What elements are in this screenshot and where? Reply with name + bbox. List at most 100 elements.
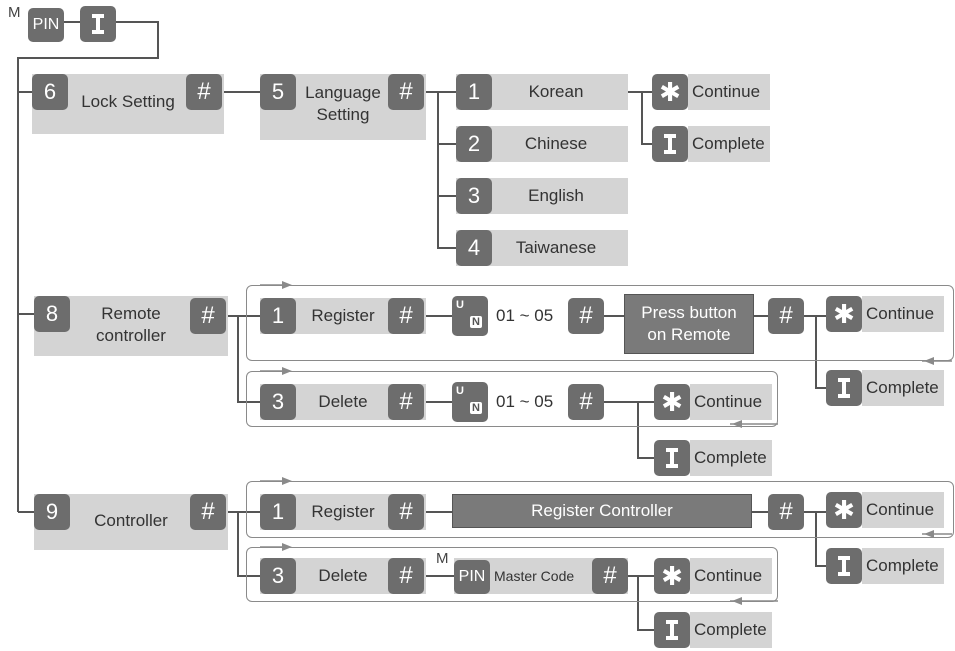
continue-bar: Continue xyxy=(862,492,944,528)
hash-key[interactable]: # xyxy=(388,494,424,530)
pin-label: PIN xyxy=(32,16,60,33)
i-key[interactable] xyxy=(654,440,690,476)
key-label: 1 xyxy=(467,79,481,104)
i-icon xyxy=(664,134,676,154)
language-chinese: Chinese xyxy=(524,134,588,153)
range-text: 01 ~ 05 xyxy=(496,392,554,411)
i-icon xyxy=(838,556,850,576)
key-3[interactable]: 3 xyxy=(260,558,296,594)
key-5-label: 5 xyxy=(271,79,285,104)
continue-bar: Continue xyxy=(862,296,944,332)
un-n: N xyxy=(470,316,482,328)
key-label: 8 xyxy=(45,301,59,326)
master-code-label: Master Code xyxy=(494,568,575,584)
star-key[interactable]: ✱ xyxy=(826,296,862,332)
language-english: English xyxy=(528,186,584,205)
i-icon xyxy=(838,378,850,398)
hash-key[interactable]: # xyxy=(388,558,424,594)
complete-bar: Complete xyxy=(688,126,770,162)
continue-label: Continue xyxy=(694,566,763,585)
key-label: 3 xyxy=(271,389,285,414)
pin-key[interactable]: PIN xyxy=(28,8,64,42)
controller-label: Controller xyxy=(94,511,168,530)
hash-key[interactable]: # xyxy=(592,558,628,594)
complete-bar: Complete xyxy=(862,548,944,584)
star-key[interactable]: ✱ xyxy=(654,558,690,594)
complete-label: Complete xyxy=(866,378,939,397)
m-label: M xyxy=(436,550,449,567)
language-taiwanese: Taiwanese xyxy=(515,238,597,257)
i-key[interactable] xyxy=(826,370,862,406)
continue-bar: Continue xyxy=(690,558,772,594)
key-1[interactable]: 1 xyxy=(456,74,492,110)
i-icon xyxy=(666,620,678,640)
hash-key[interactable]: # xyxy=(768,298,804,334)
un-key[interactable]: U N xyxy=(452,382,488,422)
key-6-label: 6 xyxy=(43,79,57,104)
key-3[interactable]: 3 xyxy=(456,178,492,214)
pin-label: PIN xyxy=(458,568,486,585)
i-icon xyxy=(666,448,678,468)
i-key[interactable] xyxy=(80,6,116,42)
complete-label: Complete xyxy=(694,448,767,467)
delete-loop-frame xyxy=(246,547,778,602)
key-1[interactable]: 1 xyxy=(260,298,296,334)
key-1[interactable]: 1 xyxy=(260,494,296,530)
complete-bar: Complete xyxy=(862,370,944,406)
key-label: 2 xyxy=(467,131,481,156)
continue-bar: Continue xyxy=(690,384,772,420)
continue-label: Continue xyxy=(692,82,761,101)
key-6[interactable]: 6 xyxy=(32,74,68,110)
remote-controller-label: Remote controller xyxy=(96,304,166,345)
press-button-label: Press button on Remote xyxy=(641,303,737,344)
hash-key[interactable]: # xyxy=(388,384,424,420)
key-4[interactable]: 4 xyxy=(456,230,492,266)
delete-label: Delete xyxy=(318,566,368,585)
delete-label: Delete xyxy=(318,392,368,411)
hash-key[interactable]: # xyxy=(388,298,424,334)
key-9[interactable]: 9 xyxy=(34,494,70,530)
key-5[interactable]: 5 xyxy=(260,74,296,110)
un-key[interactable]: U N xyxy=(452,296,488,336)
i-icon xyxy=(92,14,104,34)
key-2[interactable]: 2 xyxy=(456,126,492,162)
lock-setting-label: Lock Setting xyxy=(81,92,175,111)
i-key[interactable] xyxy=(654,612,690,648)
hash-key[interactable]: # xyxy=(388,74,424,110)
hash-key[interactable]: # xyxy=(186,74,222,110)
continue-label: Continue xyxy=(866,500,935,519)
key-3[interactable]: 3 xyxy=(260,384,296,420)
continue-bar: Continue xyxy=(688,74,770,110)
continue-label: Continue xyxy=(694,392,763,411)
m-label: M xyxy=(8,4,21,21)
register-loop-frame xyxy=(246,285,954,361)
star-key[interactable]: ✱ xyxy=(652,74,688,110)
continue-label: Continue xyxy=(866,304,935,323)
language-setting-label: Language Setting xyxy=(305,83,381,124)
press-button-bar xyxy=(624,294,754,354)
register-loop-frame xyxy=(246,481,954,538)
i-key[interactable] xyxy=(826,548,862,584)
key-label: 3 xyxy=(467,183,481,208)
hash-key[interactable]: # xyxy=(190,494,226,530)
hash-key[interactable]: # xyxy=(568,298,604,334)
complete-bar: Complete xyxy=(690,440,772,476)
pin-key[interactable]: PIN xyxy=(454,560,490,594)
language-korean: Korean xyxy=(528,82,584,101)
key-8[interactable]: 8 xyxy=(34,296,70,332)
un-n: N xyxy=(470,402,482,414)
key-label: 3 xyxy=(271,563,285,588)
key-label: 1 xyxy=(271,499,285,524)
key-label: 9 xyxy=(45,499,59,524)
star-key[interactable]: ✱ xyxy=(654,384,690,420)
hash-key[interactable]: # xyxy=(568,384,604,420)
register-label: Register xyxy=(311,306,375,325)
register-controller-bar xyxy=(452,494,752,528)
hash-key[interactable]: # xyxy=(768,494,804,530)
hash-key[interactable]: # xyxy=(190,298,226,334)
star-key[interactable]: ✱ xyxy=(826,492,862,528)
i-key[interactable] xyxy=(652,126,688,162)
un-u: U xyxy=(456,385,464,397)
key-label: 1 xyxy=(271,303,285,328)
